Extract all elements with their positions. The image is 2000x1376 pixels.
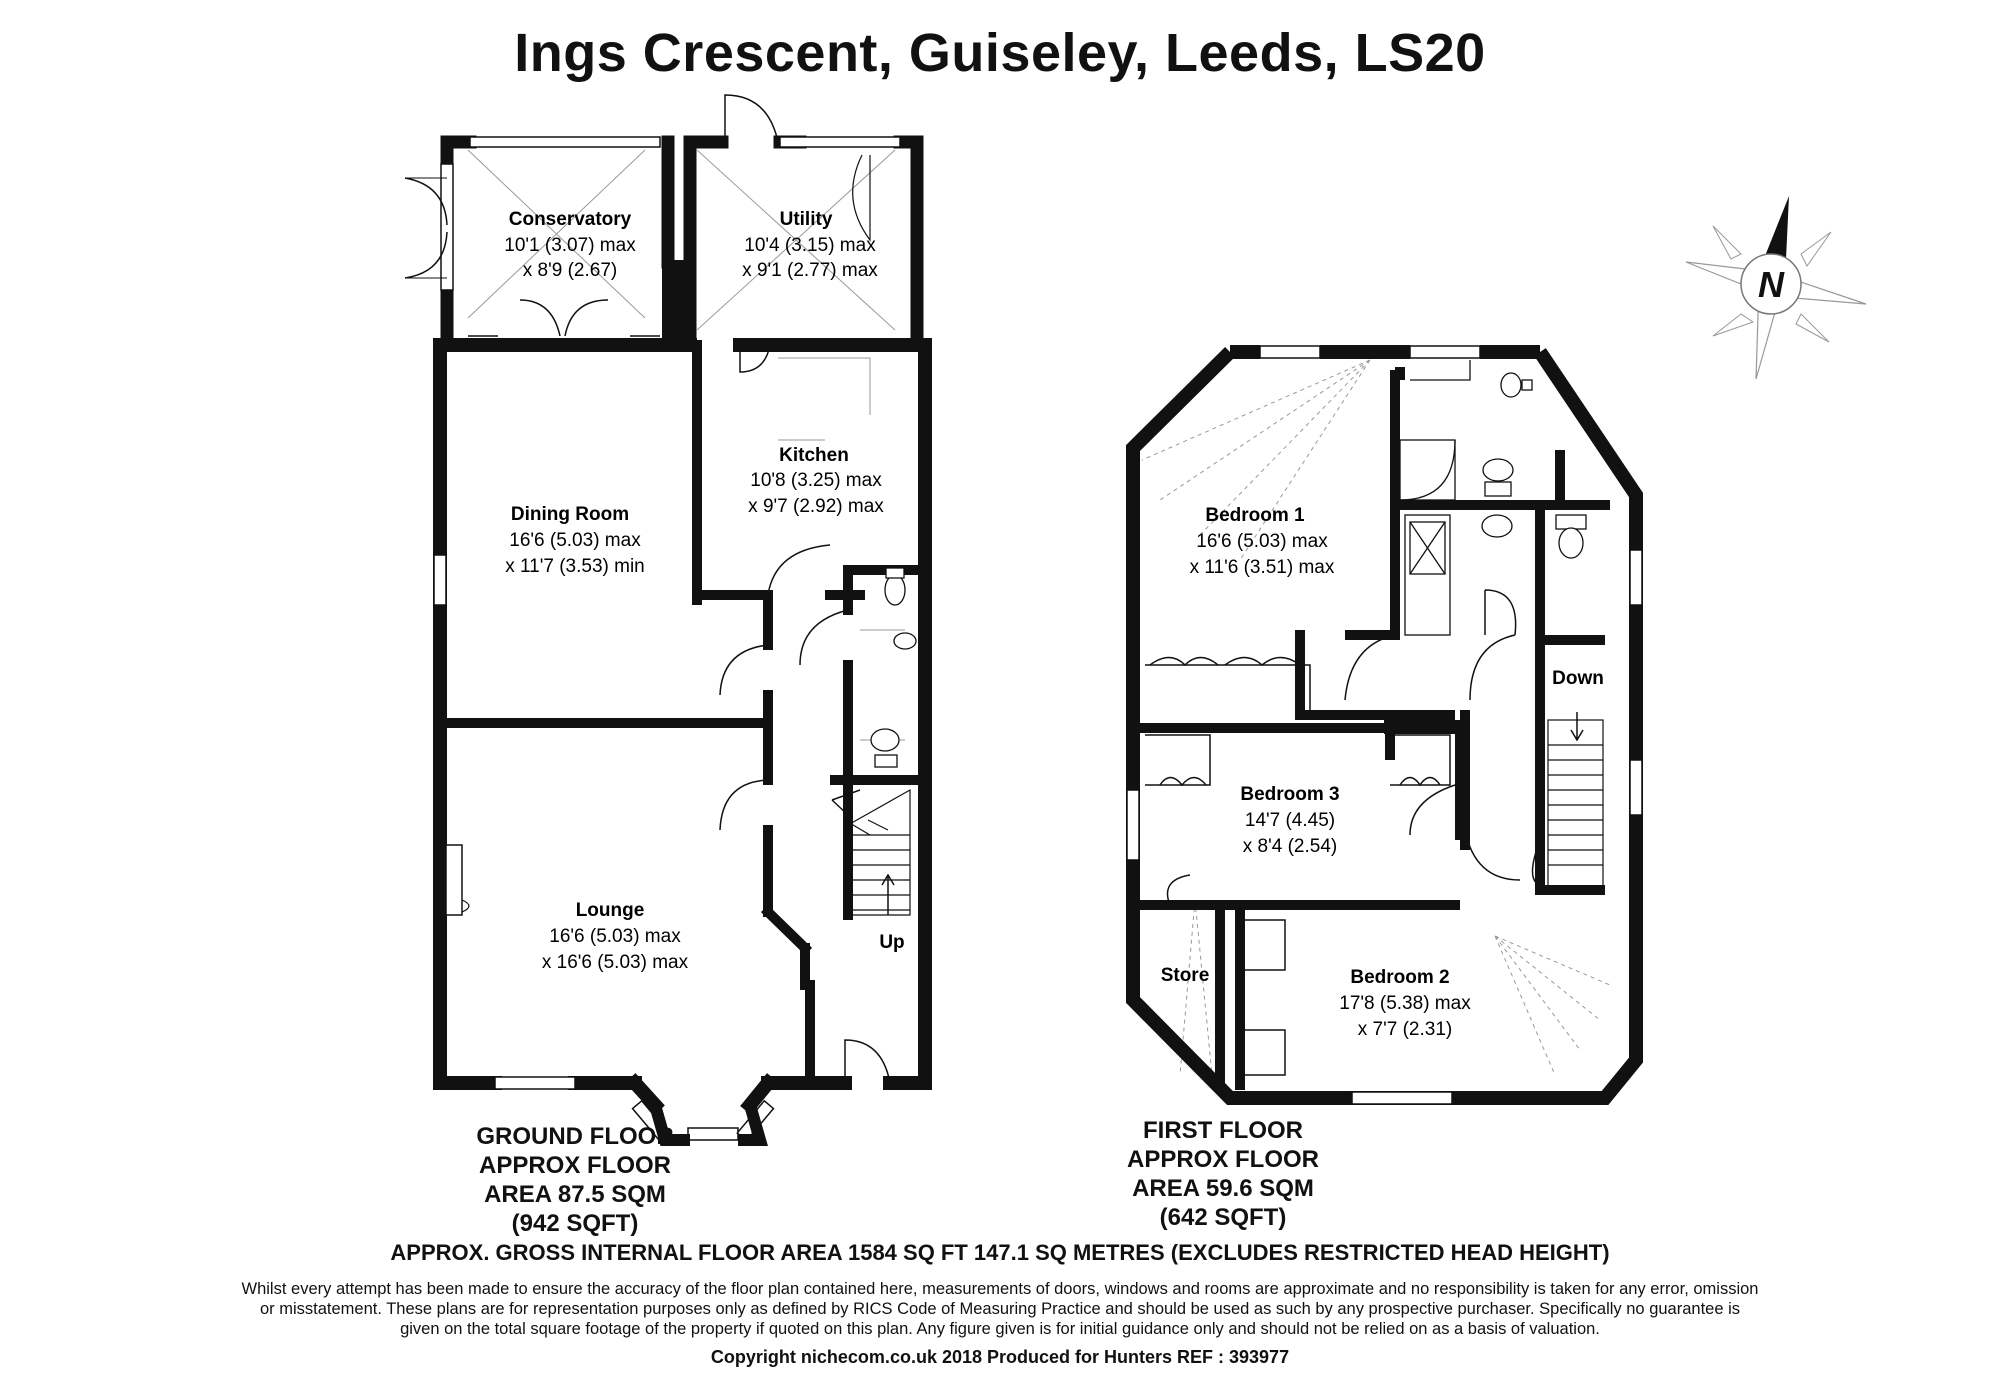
dining-room-dim-2: x 11'7 (3.53) min xyxy=(505,556,645,577)
first-floor-label-line: FIRST FLOOR xyxy=(1143,1117,1303,1144)
ground-stairs-label: Up xyxy=(879,932,904,953)
ground-floor-plan: Up Conservatory 10'1 (3.07) max x 8'9 (2… xyxy=(404,94,932,1146)
conservatory-dim-2: x 8'9 (2.67) xyxy=(523,260,617,281)
ground-floor-label-line: AREA 87.5 SQM xyxy=(484,1181,666,1208)
conservatory-name: Conservatory xyxy=(509,209,632,230)
room-label-store: Store xyxy=(1161,965,1210,986)
room-label-conservatory: Conservatory 10'1 (3.07) max x 8'9 (2.67… xyxy=(504,209,636,281)
first-stairs-label: Down xyxy=(1552,668,1604,689)
store-name: Store xyxy=(1161,965,1210,986)
dining-room-dim-1: 16'6 (5.03) max xyxy=(509,530,641,551)
room-label-lounge: Lounge 16'6 (5.03) max x 16'6 (5.03) max xyxy=(542,900,689,973)
room-label-kitchen: Kitchen 10'8 (3.25) max x 9'7 (2.92) max xyxy=(748,445,884,517)
utility-name: Utility xyxy=(780,209,833,230)
first-floor-label-line: (642 SQFT) xyxy=(1159,1204,1287,1231)
copyright-line: Copyright nichecom.co.uk 2018 Produced f… xyxy=(710,1347,1290,1367)
gross-area-note: APPROX. GROSS INTERNAL FLOOR AREA 1584 S… xyxy=(390,1240,1610,1265)
ground-floor-label-line: APPROX FLOOR xyxy=(478,1152,671,1179)
bedroom-3-dim-1: 14'7 (4.45) xyxy=(1245,810,1335,831)
utility-dim-2: x 9'1 (2.77) max xyxy=(742,260,878,281)
lounge-name: Lounge xyxy=(576,900,645,921)
room-label-bedroom-3: Bedroom 3 14'7 (4.45) x 8'4 (2.54) xyxy=(1240,784,1339,857)
first-floor-label: FIRST FLOOR APPROX FLOOR AREA 59.6 SQM (… xyxy=(1048,1116,1398,1232)
utility-dim-1: 10'4 (3.15) max xyxy=(744,235,876,256)
bedroom-3-name: Bedroom 3 xyxy=(1240,784,1339,805)
kitchen-name: Kitchen xyxy=(779,445,849,466)
room-label-dining-room: Dining Room 16'6 (5.03) max x 11'7 (3.53… xyxy=(505,504,645,577)
ground-floor-label: GROUND FLOOR APPROX FLOOR AREA 87.5 SQM … xyxy=(400,1122,750,1238)
room-label-bedroom-1: Bedroom 1 16'6 (5.03) max x 11'6 (3.51) … xyxy=(1190,505,1335,578)
bedroom-3-dim-2: x 8'4 (2.54) xyxy=(1243,836,1337,857)
bedroom-2-name: Bedroom 2 xyxy=(1350,967,1449,988)
ground-floor-label-line: GROUND FLOOR xyxy=(476,1123,674,1150)
disclaimer-text: Whilst every attempt has been made to en… xyxy=(241,1280,1759,1338)
bedroom-2-dim-2: x 7'7 (2.31) xyxy=(1358,1019,1452,1040)
north-compass-icon: N xyxy=(1685,196,1867,380)
first-floor-plan: Down Bedroom 1 16'6 (5.03) max x 11'6 (3… xyxy=(1126,345,1643,1105)
ground-floor-label-line: (942 SQFT) xyxy=(511,1210,639,1237)
bedroom-2-dim-1: 17'8 (5.38) max xyxy=(1339,993,1471,1014)
bedroom-1-dim-1: 16'6 (5.03) max xyxy=(1196,531,1328,552)
kitchen-dim-1: 10'8 (3.25) max xyxy=(750,470,882,491)
room-label-bedroom-2: Bedroom 2 17'8 (5.38) max x 7'7 (2.31) xyxy=(1339,967,1471,1040)
dining-room-name: Dining Room xyxy=(511,504,629,525)
compass-label: N xyxy=(1758,264,1785,305)
room-label-utility: Utility 10'4 (3.15) max x 9'1 (2.77) max xyxy=(742,209,878,281)
page-title: Ings Crescent, Guiseley, Leeds, LS20 xyxy=(514,23,1486,83)
bedroom-1-dim-2: x 11'6 (3.51) max xyxy=(1190,557,1335,578)
lounge-dim-1: 16'6 (5.03) max xyxy=(549,926,681,947)
lounge-dim-2: x 16'6 (5.03) max xyxy=(542,952,689,973)
conservatory-dim-1: 10'1 (3.07) max xyxy=(504,235,636,256)
kitchen-dim-2: x 9'7 (2.92) max xyxy=(748,496,884,517)
first-floor-label-line: APPROX FLOOR xyxy=(1126,1146,1319,1173)
first-floor-label-line: AREA 59.6 SQM xyxy=(1132,1175,1314,1202)
bedroom-1-name: Bedroom 1 xyxy=(1205,505,1305,526)
